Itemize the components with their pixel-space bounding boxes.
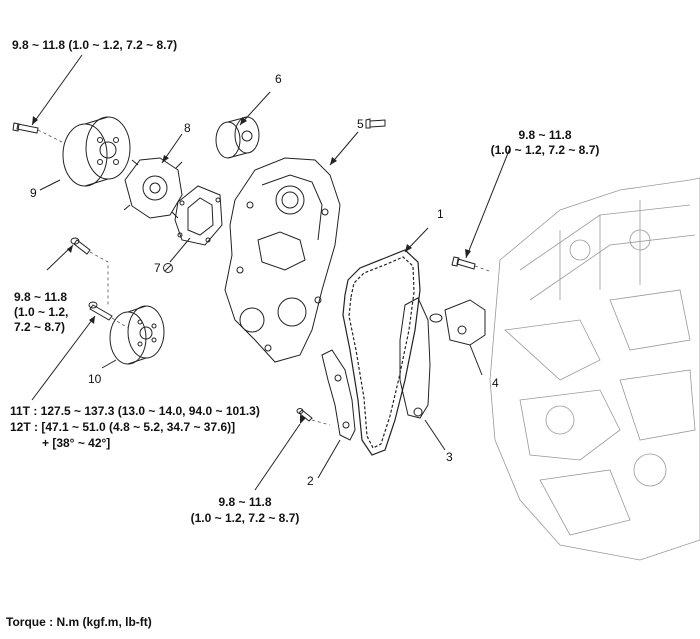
torque-unit-legend: Torque : N.m (kgf.m, lb-ft): [6, 615, 152, 629]
chain-tensioner: [429, 299, 486, 346]
part-number-8: 8: [184, 121, 191, 135]
part-number-9: 9: [30, 186, 37, 200]
part-number-10: 10: [88, 372, 102, 386]
torque-crank-line1: 11T : 127.5 ~ 137.3 (13.0 ~ 14.0, 94.0 ~…: [10, 404, 260, 418]
idler-pulley: [215, 116, 260, 159]
timing-chain: [342, 249, 421, 456]
part-number-7: 7: [154, 261, 161, 275]
water-pump: [123, 157, 183, 219]
part-number-2: 2: [307, 474, 314, 488]
torque-left-mid-line3: 7.2 ~ 8.7): [14, 320, 66, 334]
torque-crank-line2: 12T : [47.1 ~ 51.0 (4.8 ~ 5.2, 34.7 ~ 37…: [10, 420, 236, 434]
torque-bottom-line2: (1.0 ~ 1.2, 7.2 ~ 8.7): [190, 511, 300, 525]
engine-block-outline: [489, 177, 700, 561]
torque-top-left: 9.8 ~ 11.8 (1.0 ~ 1.2, 7.2 ~ 8.7): [12, 38, 178, 52]
tensioner-arm: [399, 297, 431, 419]
part-number-5: 5: [357, 117, 364, 131]
torque-bottom-line1: 9.8 ~ 11.8: [218, 495, 272, 509]
part-number-3: 3: [446, 450, 453, 464]
part-number-6: 6: [275, 72, 282, 86]
pulley-bolt: [12, 122, 39, 134]
tensioner-bolt: [451, 256, 476, 270]
torque-right-line2: (1.0 ~ 1.2, 7.2 ~ 8.7): [490, 143, 600, 157]
torque-left-mid-line1: 9.8 ~ 11.8: [14, 290, 68, 304]
part-number-1: 1: [437, 207, 444, 221]
water-pump-bolt: [70, 237, 91, 255]
idler-bolt: [365, 118, 386, 129]
crankshaft-bolt: [88, 301, 113, 321]
guide-bolt: [296, 408, 313, 422]
torque-left-mid-line2: (1.0 ~ 1.2,: [14, 305, 69, 319]
chain-guide: [321, 349, 356, 441]
water-pump-pulley: [62, 116, 131, 187]
water-pump-gasket: [174, 185, 223, 246]
part-number-4: 4: [492, 376, 499, 390]
do-not-reuse-icon: [163, 263, 173, 273]
timing-chain-cover: [224, 157, 341, 363]
torque-crank-line3: + [38° ~ 42°]: [42, 436, 111, 450]
torque-right-line1: 9.8 ~ 11.8: [518, 128, 572, 142]
crankshaft-pulley: [109, 305, 165, 365]
